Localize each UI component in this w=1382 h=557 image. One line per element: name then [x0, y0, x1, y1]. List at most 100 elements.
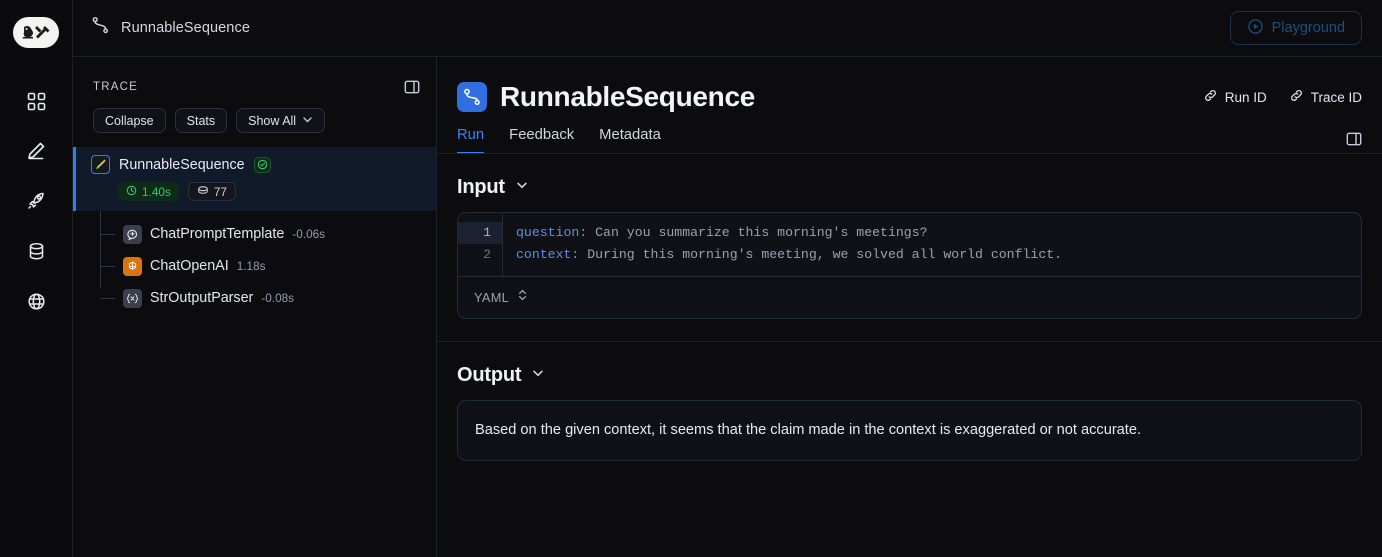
yaml-punct: :: [571, 247, 580, 262]
trace-node-chatprompttemplate[interactable]: ChatPromptTemplate -0.06s: [73, 218, 436, 250]
trace-node-row: RunnableSequence: [73, 155, 436, 174]
input-code-editor[interactable]: 1 2 question: Can you summarize this mor…: [457, 212, 1362, 319]
openai-icon: [123, 256, 142, 276]
yaml-punct: :: [579, 225, 588, 240]
output-text: Based on the given context, it seems tha…: [475, 422, 1142, 438]
trace-node-duration: 1.18s: [236, 259, 266, 273]
globe-icon: [27, 292, 46, 311]
trace-node-duration: -0.06s: [292, 227, 326, 241]
rail-icon-list: [19, 86, 53, 316]
trace-id-label: Trace ID: [1310, 89, 1362, 105]
link-icon: [1289, 88, 1304, 106]
run-id-links: Run ID Trace ID: [1203, 88, 1362, 106]
sidebar-item-annotate[interactable]: [19, 136, 53, 166]
run-id-link[interactable]: Run ID: [1203, 88, 1267, 106]
pencil-edit-icon: [26, 141, 46, 161]
left-nav-rail: [0, 0, 73, 557]
trace-node-label: ChatPromptTemplate: [150, 226, 285, 242]
run-title-row: RunnableSequence Run ID: [457, 81, 1362, 113]
collapse-button[interactable]: Collapse: [93, 108, 166, 133]
main-topbar: Playground: [437, 0, 1382, 57]
code-line: context: During this morning's meeting, …: [516, 244, 1361, 266]
tab-list: Run Feedback Metadata: [457, 127, 661, 154]
language-selector-label[interactable]: YAML: [474, 290, 510, 305]
output-card[interactable]: Based on the given context, it seems tha…: [457, 400, 1362, 462]
trace-node-label: RunnableSequence: [119, 156, 245, 173]
grid-dashboard-icon: [27, 92, 46, 111]
page-title: RunnableSequence: [500, 81, 756, 112]
trace-toolbar: Collapse Stats Show All: [73, 95, 436, 133]
trace-node-label: StrOutputParser: [150, 290, 254, 306]
trace-children: ChatPromptTemplate -0.06s ChatOpenAI 1.1…: [73, 211, 436, 314]
show-all-button-label: Show All: [248, 113, 297, 128]
run-content: Input 1 2 question: Can you summarize th…: [437, 154, 1382, 462]
playground-button[interactable]: Playground: [1229, 11, 1362, 45]
code-footer: YAML: [458, 276, 1361, 318]
section-divider: [437, 341, 1382, 342]
clock-icon: [126, 185, 137, 199]
token-badge: 77: [187, 182, 236, 201]
trace-panel: RunnableSequence TRACE Collapse Stats: [73, 0, 437, 557]
panel-expand-icon[interactable]: [1346, 131, 1362, 154]
line-number: 2: [483, 247, 491, 262]
run-header: RunnableSequence Run ID: [437, 57, 1382, 154]
chevron-down-icon[interactable]: [515, 178, 529, 197]
tab-feedback[interactable]: Feedback: [509, 127, 574, 154]
yaml-key: question: [516, 225, 580, 240]
flow-graph-icon: [91, 16, 110, 40]
check-circle-icon: [253, 156, 271, 173]
stats-button[interactable]: Stats: [174, 108, 228, 133]
rocket-icon: [26, 191, 46, 211]
panel-collapse-icon[interactable]: [404, 79, 420, 95]
chevron-down-icon[interactable]: [531, 366, 545, 385]
sidebar-item-datasets[interactable]: [19, 236, 53, 266]
yaml-value: Can you summarize this morning's meeting…: [587, 225, 928, 240]
show-all-button[interactable]: Show All: [236, 108, 326, 133]
trace-header: TRACE: [73, 57, 436, 95]
code-body: 1 2 question: Can you summarize this mor…: [458, 213, 1361, 276]
token-value: 77: [213, 184, 227, 199]
tree-connector-line: [100, 211, 101, 288]
sidebar-item-dashboard[interactable]: [19, 86, 53, 116]
output-section-header[interactable]: Output: [457, 342, 1362, 400]
parrot-icon: [91, 155, 110, 174]
sidebar-item-hub[interactable]: [19, 286, 53, 316]
output-title: Output: [457, 364, 522, 386]
trace-node-duration: -0.08s: [261, 291, 295, 305]
database-icon: [27, 242, 46, 261]
playground-button-label: Playground: [1271, 20, 1345, 36]
chevron-updown-icon[interactable]: [517, 288, 528, 307]
input-section-header[interactable]: Input: [457, 154, 1362, 212]
token-coin-icon: [197, 185, 209, 199]
link-icon: [1203, 88, 1218, 106]
tab-metadata[interactable]: Metadata: [599, 127, 661, 154]
code-line: question: Can you summarize this morning…: [516, 222, 1361, 244]
trace-node-chatopenai[interactable]: ChatOpenAI 1.18s: [73, 250, 436, 282]
tab-run[interactable]: Run: [457, 127, 485, 154]
run-tabs: Run Feedback Metadata: [437, 127, 1382, 154]
trace-body: TRACE Collapse Stats Show All: [73, 57, 437, 557]
trace-panel-title: TRACE: [93, 81, 138, 93]
trace-node-stroutputparser[interactable]: StrOutputParser -0.08s: [73, 282, 436, 314]
latency-badge: 1.40s: [118, 182, 179, 201]
tab-run-label: Run: [457, 127, 485, 143]
tabs-underline: [437, 153, 1382, 154]
yaml-key: context: [516, 247, 572, 262]
latency-value: 1.40s: [142, 184, 171, 199]
line-number: 1: [458, 222, 502, 244]
yaml-value: During this morning's meeting, we solved…: [579, 247, 1063, 262]
trace-node-label: ChatOpenAI: [150, 258, 229, 274]
langchain-parrot-logo[interactable]: [13, 17, 59, 48]
input-title: Input: [457, 176, 505, 198]
breadcrumb-label[interactable]: RunnableSequence: [121, 20, 250, 36]
trace-id-link[interactable]: Trace ID: [1289, 88, 1362, 106]
line-number-gutter: 1 2: [458, 213, 503, 276]
sidebar-item-deployments[interactable]: [19, 186, 53, 216]
tab-metadata-label: Metadata: [599, 127, 661, 143]
tab-feedback-label: Feedback: [509, 127, 575, 143]
breadcrumb: RunnableSequence: [73, 0, 437, 57]
code-lines: question: Can you summarize this morning…: [503, 213, 1361, 276]
trace-node-runnablesequence[interactable]: RunnableSequence: [73, 147, 436, 211]
stats-button-label: Stats: [186, 113, 216, 128]
